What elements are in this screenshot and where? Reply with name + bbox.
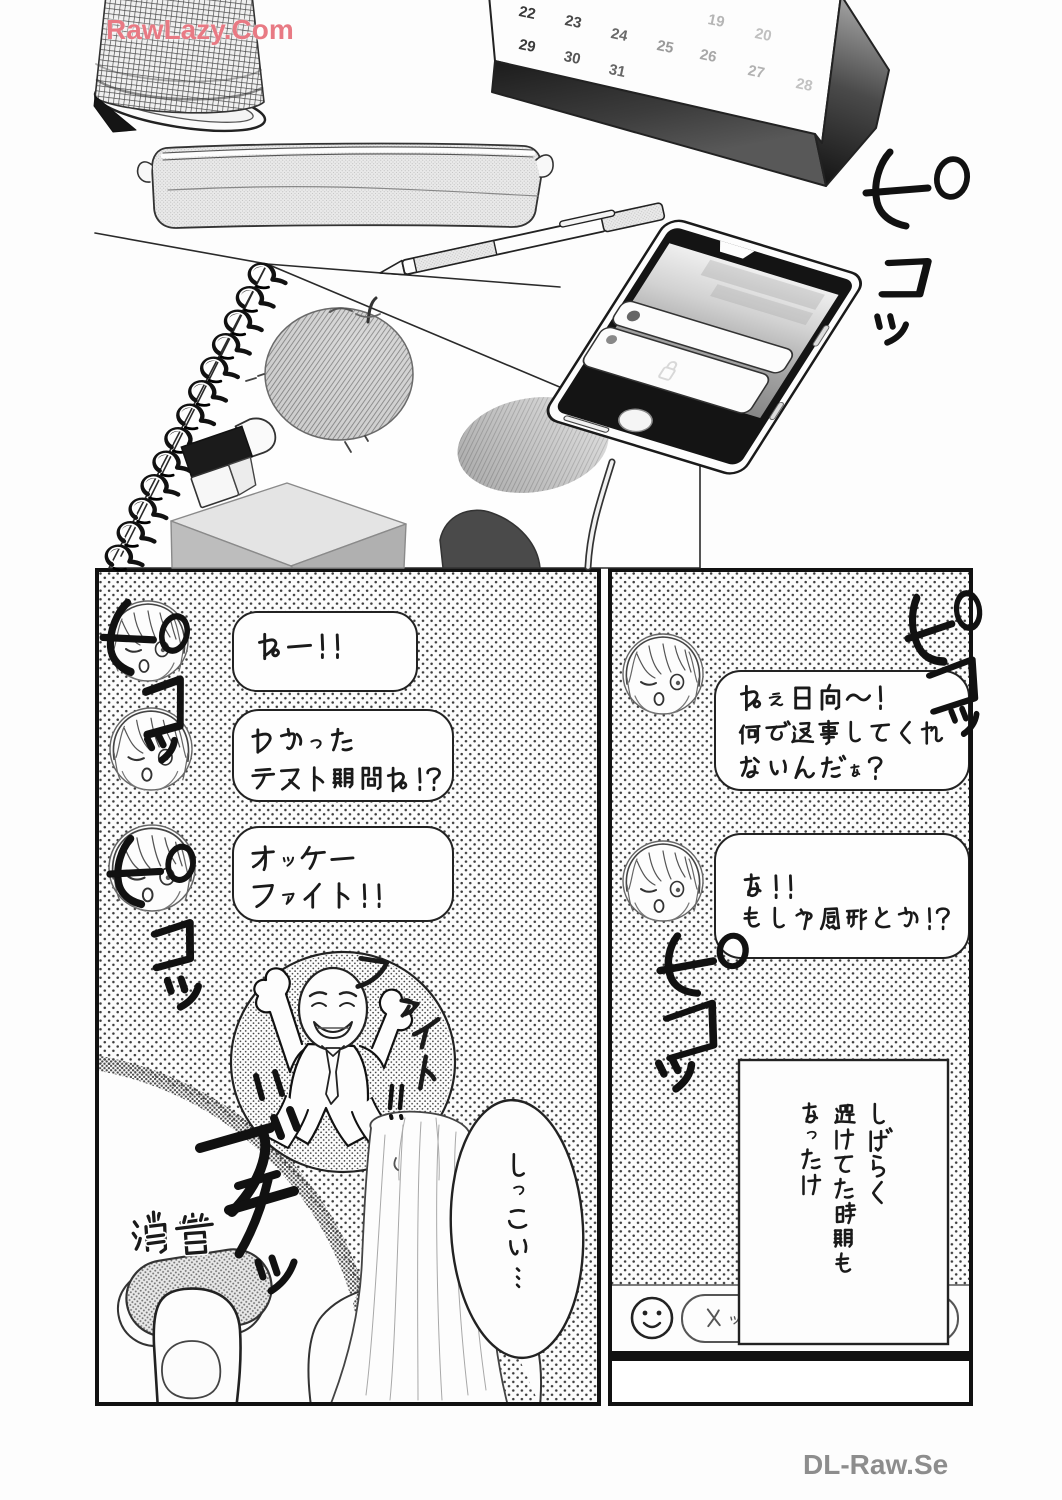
svg-text:22: 22 (517, 3, 537, 23)
svg-text:19: 19 (706, 11, 726, 31)
svg-text:20: 20 (753, 25, 773, 45)
svg-text:28: 28 (794, 75, 814, 95)
svg-text:27: 27 (746, 62, 766, 82)
svg-text:29: 29 (517, 36, 537, 56)
svg-text:30: 30 (562, 48, 582, 68)
svg-text:26: 26 (698, 46, 718, 66)
svg-text:23: 23 (563, 12, 583, 32)
svg-text:31: 31 (607, 61, 627, 81)
svg-text:24: 24 (609, 25, 629, 45)
svg-text:25: 25 (655, 37, 675, 57)
